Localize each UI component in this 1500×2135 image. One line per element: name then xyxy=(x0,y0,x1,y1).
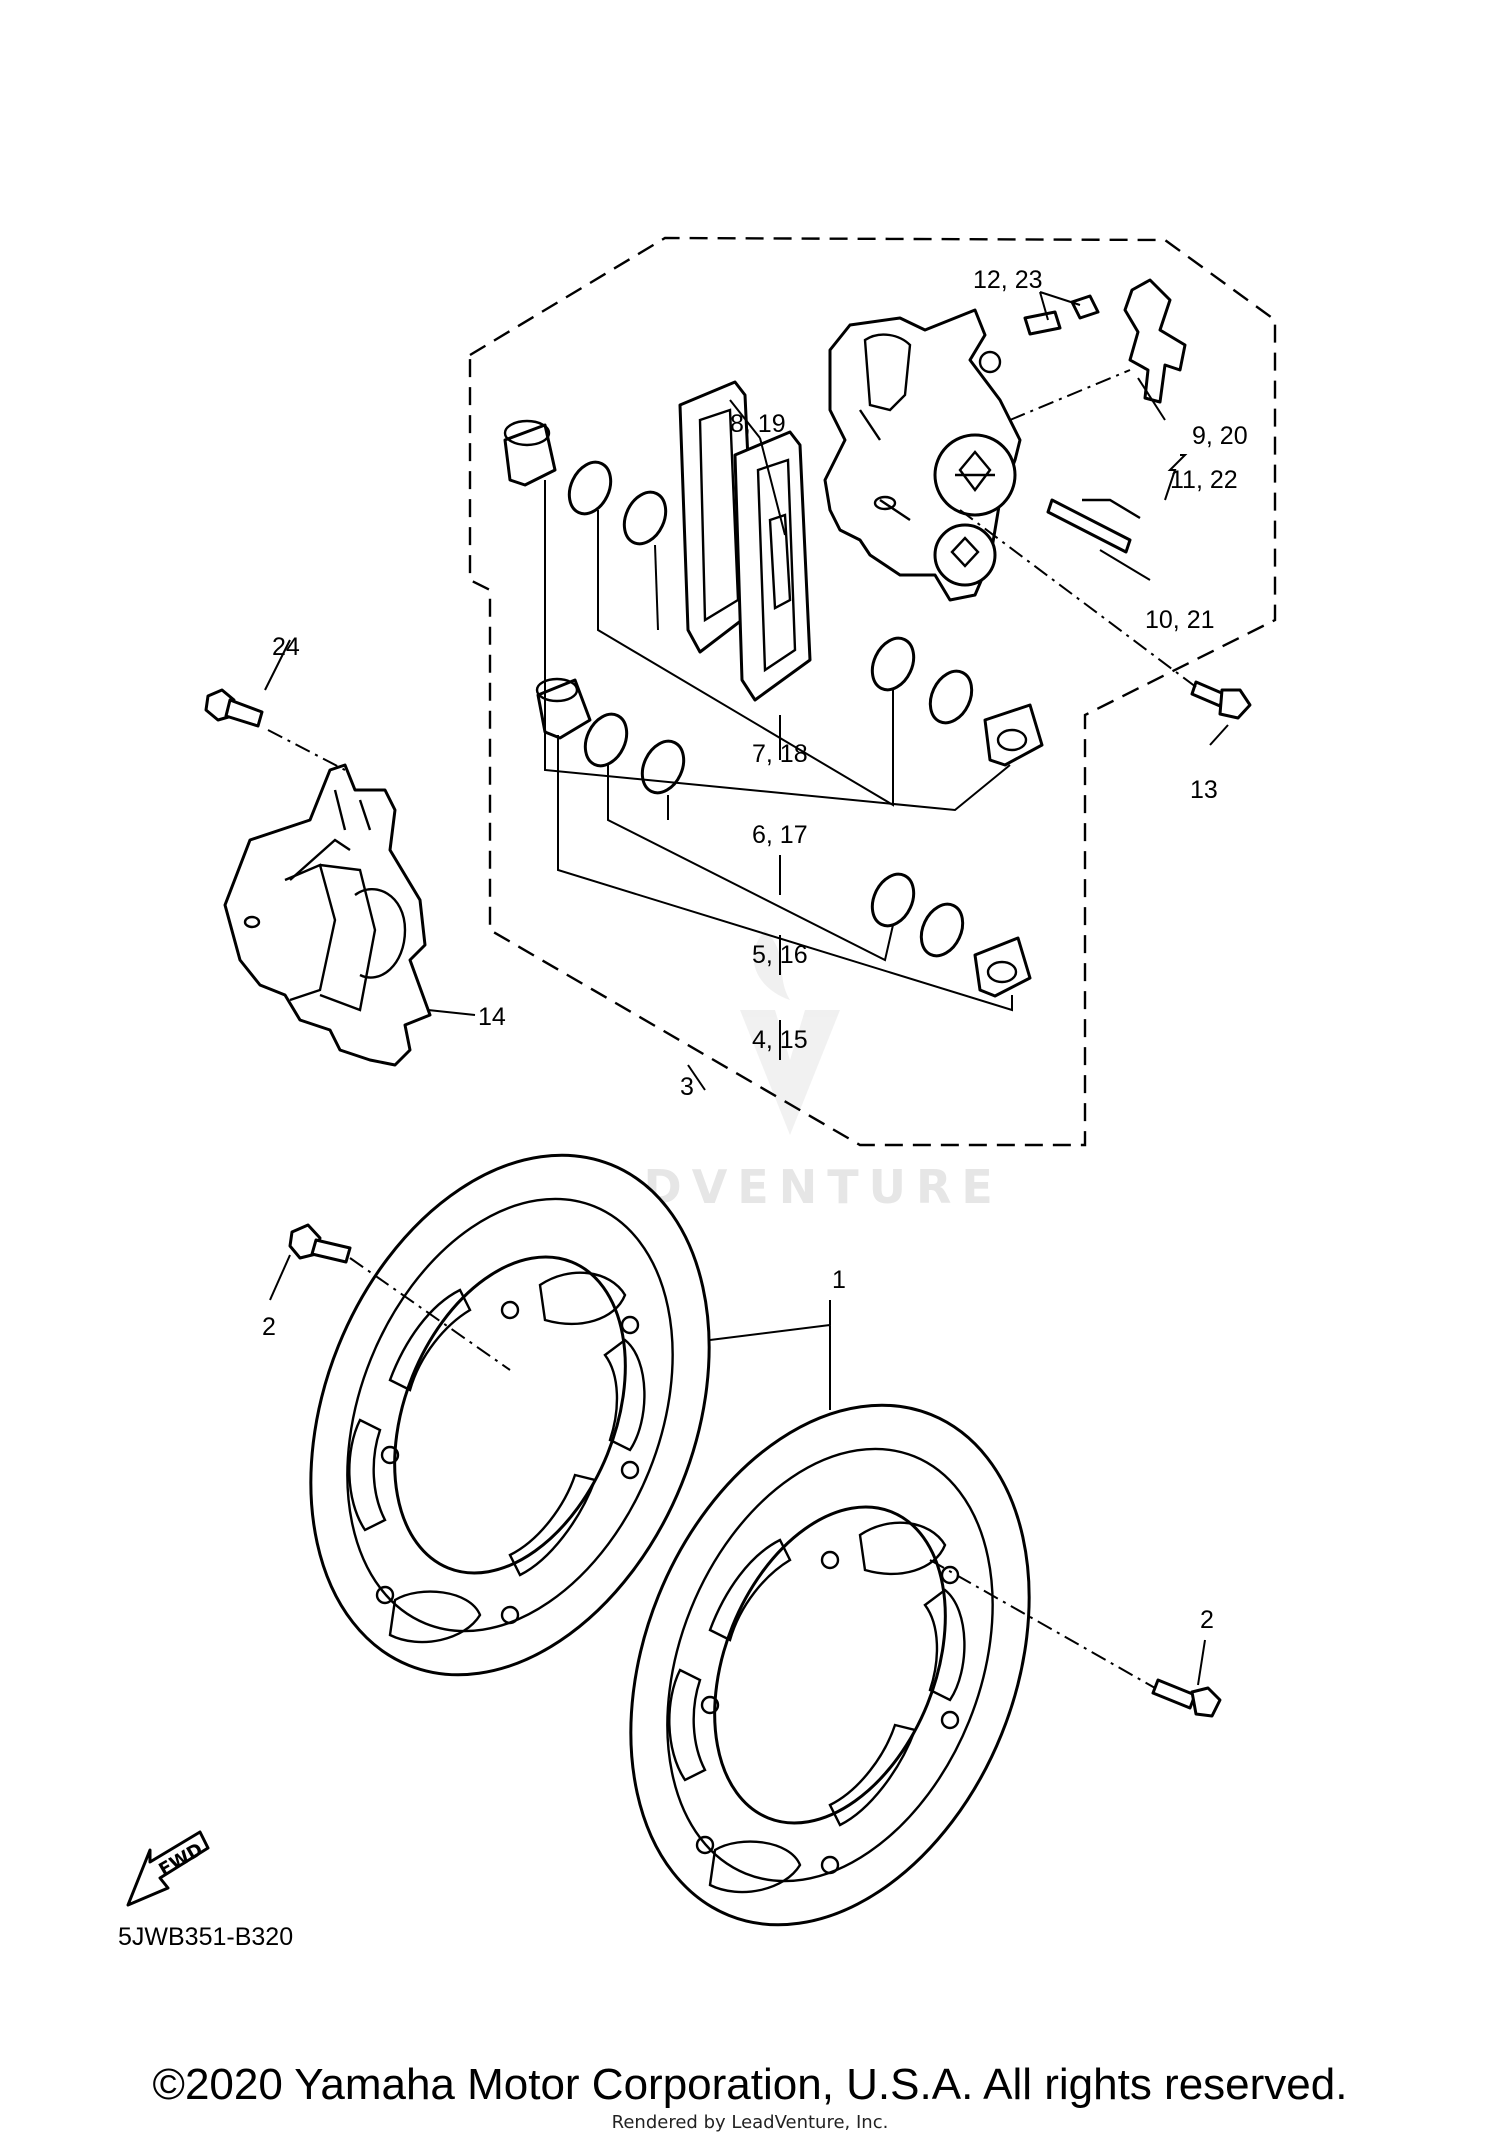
piston-upper-right xyxy=(983,703,1044,767)
callout-label: 13 xyxy=(1190,776,1218,804)
pad-pin-10-21 xyxy=(1046,498,1141,554)
axis-lines xyxy=(267,369,1201,1689)
callout-label: 4, 15 xyxy=(752,1026,808,1054)
caliper-kit-outline xyxy=(468,236,1277,1147)
callout-label: 12, 23 xyxy=(973,266,1043,294)
seal-5-lower xyxy=(640,739,686,795)
piston-lower-left xyxy=(535,677,592,740)
seal-6-upper xyxy=(567,460,613,516)
callout-label: 2 xyxy=(262,1313,276,1341)
seal-6-right xyxy=(928,669,974,725)
disc-bolt-2-right xyxy=(1151,1678,1222,1718)
callout-label: 3 xyxy=(680,1073,694,1101)
rendered-by-notice: Rendered by LeadVenture, Inc. xyxy=(611,2112,889,2133)
seal-7-upper xyxy=(622,490,668,546)
seal-5-right xyxy=(870,872,916,928)
callout-label: 8, 19 xyxy=(730,410,786,438)
leader-lines xyxy=(264,291,1229,1686)
bolt-13 xyxy=(1190,680,1252,720)
fwd-arrow-icon: FWD xyxy=(126,1830,210,1907)
piston-upper-left xyxy=(503,419,557,487)
pad-spring-9-20 xyxy=(1123,278,1187,404)
caliper-14 xyxy=(223,763,432,1067)
callout-label: 24 xyxy=(272,633,300,661)
callout-label: 9, 20 xyxy=(1192,422,1248,450)
copyright-notice: ©2020 Yamaha Motor Corporation, U.S.A. A… xyxy=(152,2060,1348,2109)
callout-label: 7, 18 xyxy=(752,740,808,768)
callout-label: 2 xyxy=(1200,1606,1214,1634)
bolt-24 xyxy=(204,688,264,728)
piston-lower-right xyxy=(973,936,1032,998)
leadventure-logo-watermark xyxy=(740,930,840,1135)
seal-4-right xyxy=(919,902,965,958)
disc-bolt-2-left xyxy=(288,1223,352,1264)
callout-label: 14 xyxy=(478,1003,506,1031)
callout-label: 11, 22 xyxy=(1170,466,1238,494)
seal-4-lower xyxy=(583,712,629,768)
brake-disc-front xyxy=(629,1403,1031,1927)
callout-label: 5, 16 xyxy=(752,941,808,969)
brake-pads-8-19 xyxy=(678,380,812,702)
seal-7-right xyxy=(870,636,916,692)
figure-code: 5JWB351-B320 xyxy=(118,1923,294,1951)
caliper-main xyxy=(823,308,1022,602)
brake-disc-back xyxy=(309,1153,711,1677)
callout-labels: 1 2 2 3 4, 15 5, 16 6, 17 7, 18 8, 19 9,… xyxy=(262,266,1248,1634)
bleed-screw-12-23 xyxy=(1023,294,1100,336)
callout-label: 6, 17 xyxy=(752,821,808,849)
callout-label: 10, 21 xyxy=(1145,606,1215,634)
callout-label: 1 xyxy=(832,1266,846,1294)
